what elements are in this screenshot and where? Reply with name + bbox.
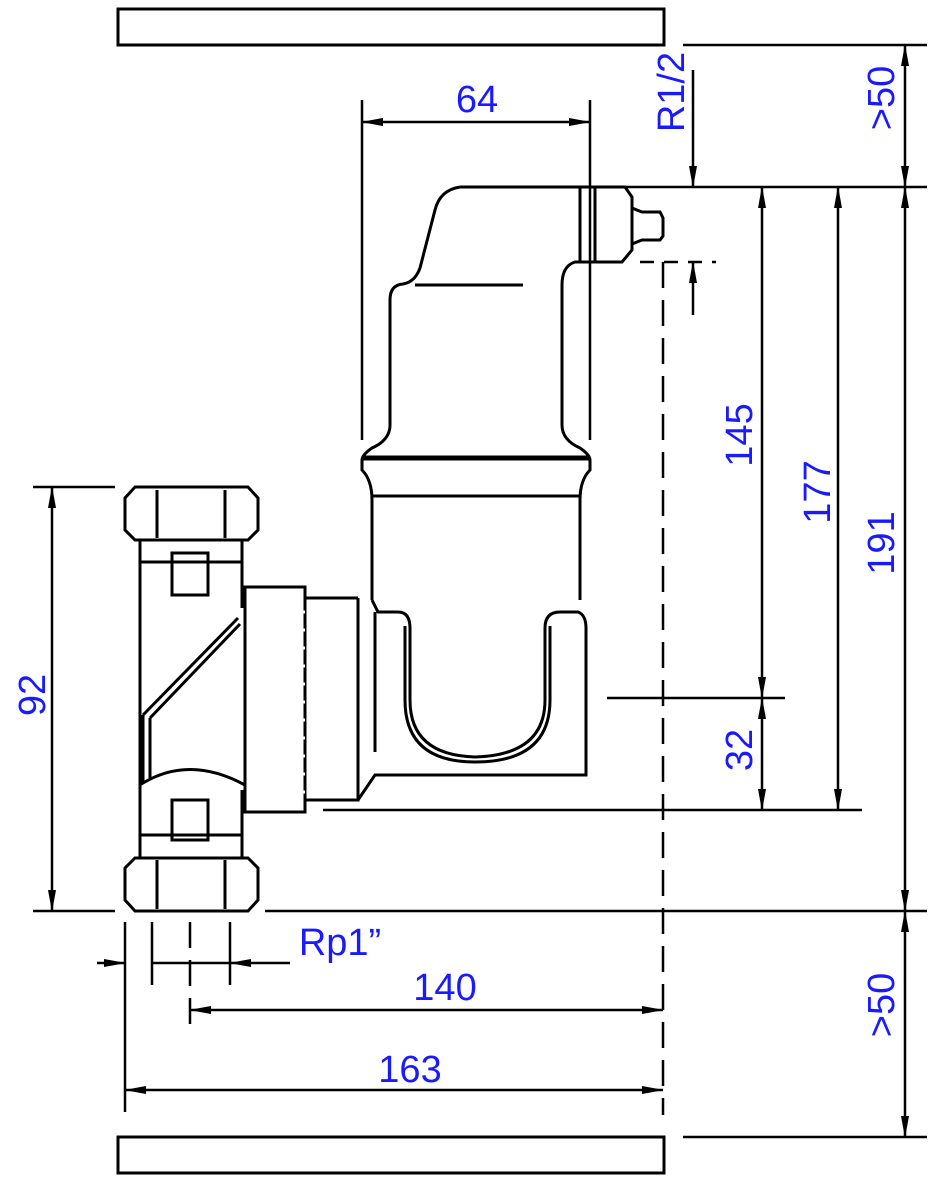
- dim-145-label: 145: [719, 403, 761, 466]
- dim-r12-label: R1/2: [651, 52, 693, 132]
- dim-191-label: 191: [861, 511, 903, 574]
- dim-140-label: 140: [413, 967, 476, 1009]
- dim-clearance-top-label: >50: [861, 66, 903, 130]
- dim-clearance-bottom-label: >50: [861, 973, 903, 1037]
- dim-64-label: 64: [456, 79, 498, 121]
- dim-92-label: 92: [12, 674, 54, 716]
- bottom-wall-hatch: [116, 1135, 666, 1175]
- dim-177-label: 177: [797, 460, 839, 523]
- top-wall-hatch: [116, 7, 666, 47]
- separator-device: [123, 185, 665, 913]
- dim-32-label: 32: [719, 729, 761, 771]
- dimension-lines: [48, 44, 909, 1138]
- extension-lines: [33, 43, 927, 1139]
- dim-163-label: 163: [378, 1049, 441, 1091]
- dim-rp1-label: Rp1”: [299, 922, 381, 964]
